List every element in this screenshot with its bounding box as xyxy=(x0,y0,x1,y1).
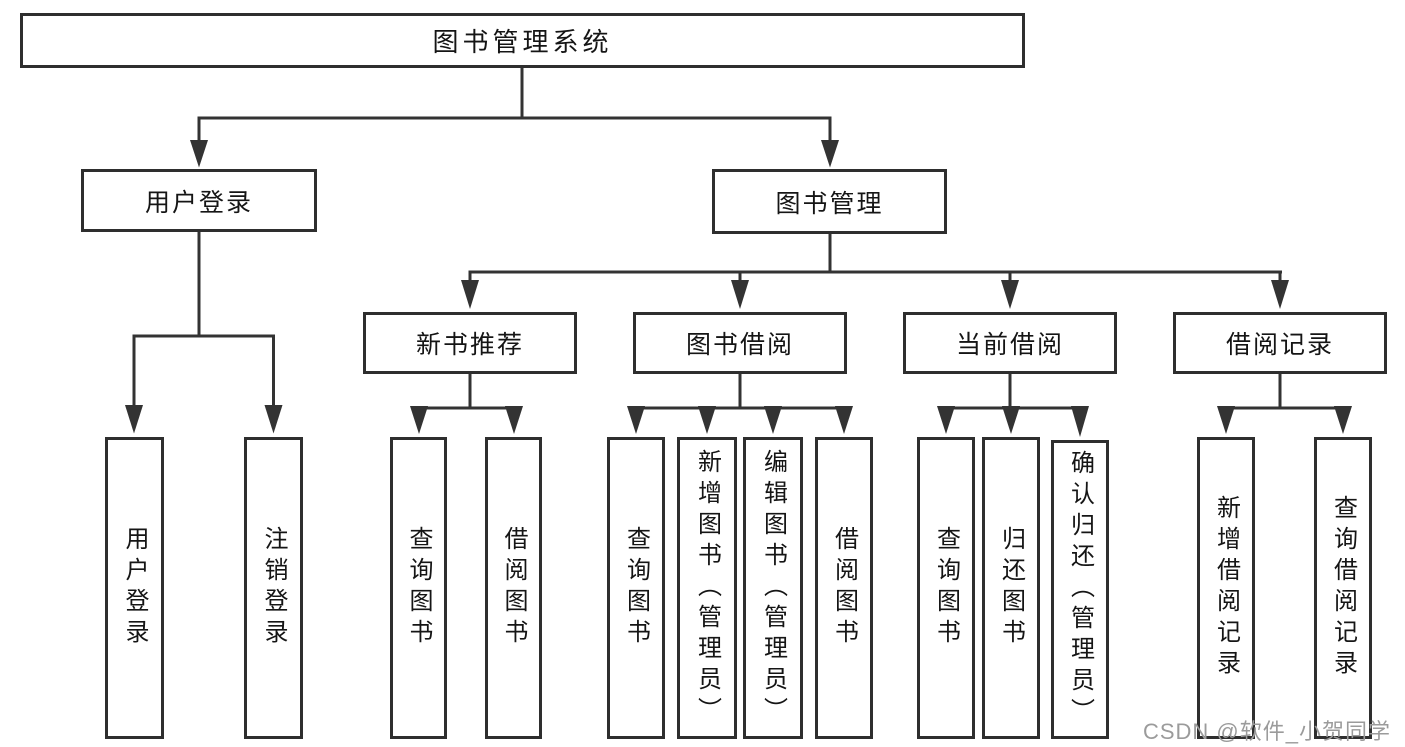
node-label: 查询图书 xyxy=(405,526,432,650)
node-label: 图书管理 xyxy=(775,189,884,218)
node-leaf-query-borrow-record: 查询借阅记录 xyxy=(1314,437,1372,739)
node-label: 用户登录 xyxy=(144,188,253,217)
node-leaf-add-books-admin: 新增图书（管理员） xyxy=(677,437,737,739)
node-label: 新增借阅记录 xyxy=(1212,495,1240,681)
node-leaf-confirm-return-admin: 确认归还（管理员） xyxy=(1051,440,1109,739)
node-label: 借阅图书 xyxy=(830,526,858,650)
node-leaf-borrow-books-2: 借阅图书 xyxy=(815,437,873,739)
node-book-management: 图书管理 xyxy=(712,169,947,234)
node-leaf-return-books: 归还图书 xyxy=(982,437,1040,739)
node-label: 查询借阅记录 xyxy=(1329,495,1357,681)
node-label: 新增图书（管理员） xyxy=(693,448,721,728)
node-user-login: 用户登录 xyxy=(81,169,317,232)
node-label: 查询图书 xyxy=(622,526,650,650)
node-leaf-query-books-3: 查询图书 xyxy=(917,437,975,739)
node-book-borrowing: 图书借阅 xyxy=(633,312,847,374)
node-label: 查询图书 xyxy=(932,526,960,650)
node-root: 图书管理系统 xyxy=(20,13,1025,68)
csdn-watermark: CSDN @软件_小贺同学 xyxy=(1142,719,1391,744)
node-label: 归还图书 xyxy=(997,526,1025,650)
node-leaf-query-books-2: 查询图书 xyxy=(607,437,665,739)
node-label: 借阅记录 xyxy=(1225,331,1334,359)
node-label: 用户登录 xyxy=(121,526,148,650)
node-label: 图书管理系统 xyxy=(432,27,613,57)
node-label: 当前借阅 xyxy=(955,331,1064,359)
node-current-borrowing: 当前借阅 xyxy=(903,312,1117,374)
node-leaf-add-borrow-record: 新增借阅记录 xyxy=(1197,437,1255,739)
node-leaf-logout: 注销登录 xyxy=(244,437,303,739)
node-borrowing-records: 借阅记录 xyxy=(1173,312,1387,374)
node-new-book-recommend: 新书推荐 xyxy=(363,312,577,374)
node-leaf-edit-books-admin: 编辑图书（管理员） xyxy=(743,437,803,739)
node-label: 图书借阅 xyxy=(685,331,794,359)
node-label: 借阅图书 xyxy=(500,526,527,650)
node-leaf-borrow-books-1: 借阅图书 xyxy=(485,437,542,739)
node-label: 编辑图书（管理员） xyxy=(759,448,787,728)
node-leaf-query-books-1: 查询图书 xyxy=(390,437,447,739)
node-leaf-user-login: 用户登录 xyxy=(105,437,164,739)
node-label: 注销登录 xyxy=(260,526,287,650)
node-label: 确认归还（管理员） xyxy=(1066,450,1094,729)
node-label: 新书推荐 xyxy=(415,331,524,359)
